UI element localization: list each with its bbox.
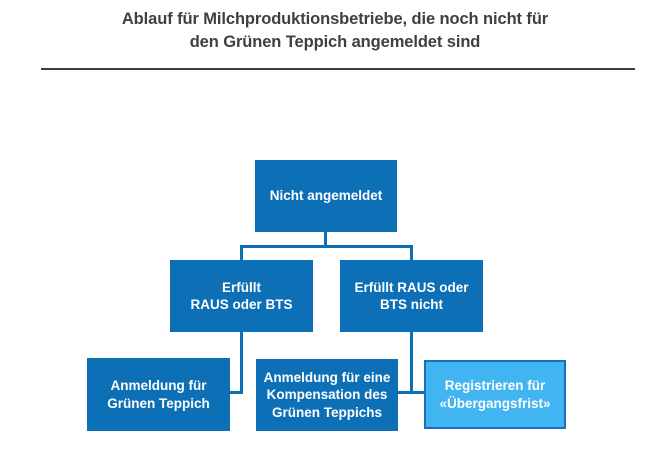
- connector-split-horizontal: [240, 245, 413, 248]
- node-registrieren-uebergangsfrist: Registrieren für «Übergangsfrist»: [424, 360, 566, 429]
- connector-split-right-drop: [410, 245, 413, 260]
- connector-root-drop: [324, 232, 327, 248]
- connector-right-branch-vertical: [410, 332, 413, 394]
- node-erfuellt-raus-oder-bts: Erfüllt RAUS oder BTS: [170, 260, 313, 332]
- title-divider: [41, 68, 635, 70]
- connector-left-branch-horizontal: [230, 391, 243, 394]
- page-title-line2: den Grünen Teppich angemeldet sind: [189, 33, 481, 51]
- node-anmeldung-gruener-teppich: Anmeldung für Grünen Teppich: [87, 358, 230, 431]
- page-title-line1: Ablauf für Milchproduktionsbetriebe, die…: [121, 10, 549, 28]
- page-title: Ablauf für Milchproduktionsbetriebe, die…: [0, 8, 670, 54]
- connector-split-left-drop: [240, 245, 243, 260]
- node-anmeldung-kompensation: Anmeldung für eine Kompensation des Grün…: [256, 359, 398, 431]
- node-erfuellt-raus-oder-bts-nicht: Erfüllt RAUS oder BTS nicht: [340, 260, 483, 332]
- connector-right-branch-horizontal: [398, 391, 424, 394]
- connector-left-branch-vertical: [240, 332, 243, 394]
- node-nicht-angemeldet: Nicht angemeldet: [255, 160, 397, 232]
